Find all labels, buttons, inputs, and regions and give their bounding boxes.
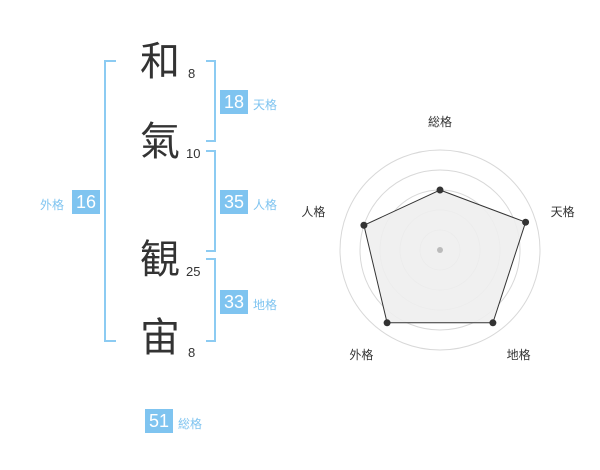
radar-area	[363, 189, 527, 324]
name-char-2: 氣	[140, 119, 180, 165]
name-char-1: 和	[140, 39, 180, 85]
stroke-count-2: 10	[186, 146, 201, 161]
chikaku-bracket	[206, 258, 216, 342]
radar-point	[436, 186, 444, 194]
jinkaku-label: 人格	[253, 198, 278, 212]
jinkaku-value: 35	[220, 190, 248, 214]
radar-point	[360, 221, 368, 229]
radar-axis-label: 総格	[428, 114, 452, 129]
chikaku-value: 33	[220, 290, 248, 314]
radar-axis-label: 外格	[349, 347, 373, 362]
soukaku-label: 総格	[178, 417, 203, 431]
radar-point	[383, 319, 391, 327]
name-char-4: 宙	[140, 315, 180, 361]
radar-point	[489, 319, 497, 327]
radar-points	[360, 186, 530, 327]
stroke-count-3: 25	[186, 264, 201, 279]
chikaku-label: 地格	[253, 298, 278, 312]
radar-axis-label: 地格	[507, 347, 531, 362]
radar-grid-ring	[359, 169, 521, 331]
radar-point	[522, 218, 530, 226]
tenkaku-label: 天格	[253, 98, 278, 112]
tenkaku-bracket	[206, 60, 216, 142]
stroke-count-4: 8	[188, 345, 196, 360]
stroke-count-1: 8	[188, 66, 196, 81]
gaikaku-value: 16	[72, 190, 100, 214]
radar-center-dot	[437, 247, 443, 253]
radar-axis-label: 人格	[301, 204, 325, 219]
soukaku-value: 51	[145, 409, 173, 433]
tenkaku-value: 18	[220, 90, 248, 114]
radar-grid-ring	[339, 149, 541, 351]
gaikaku-bracket	[104, 60, 116, 342]
jinkaku-bracket	[206, 150, 216, 252]
gaikaku-label: 外格	[40, 198, 65, 212]
radar-axis-label: 天格	[551, 204, 575, 219]
name-char-3: 観	[140, 237, 180, 283]
